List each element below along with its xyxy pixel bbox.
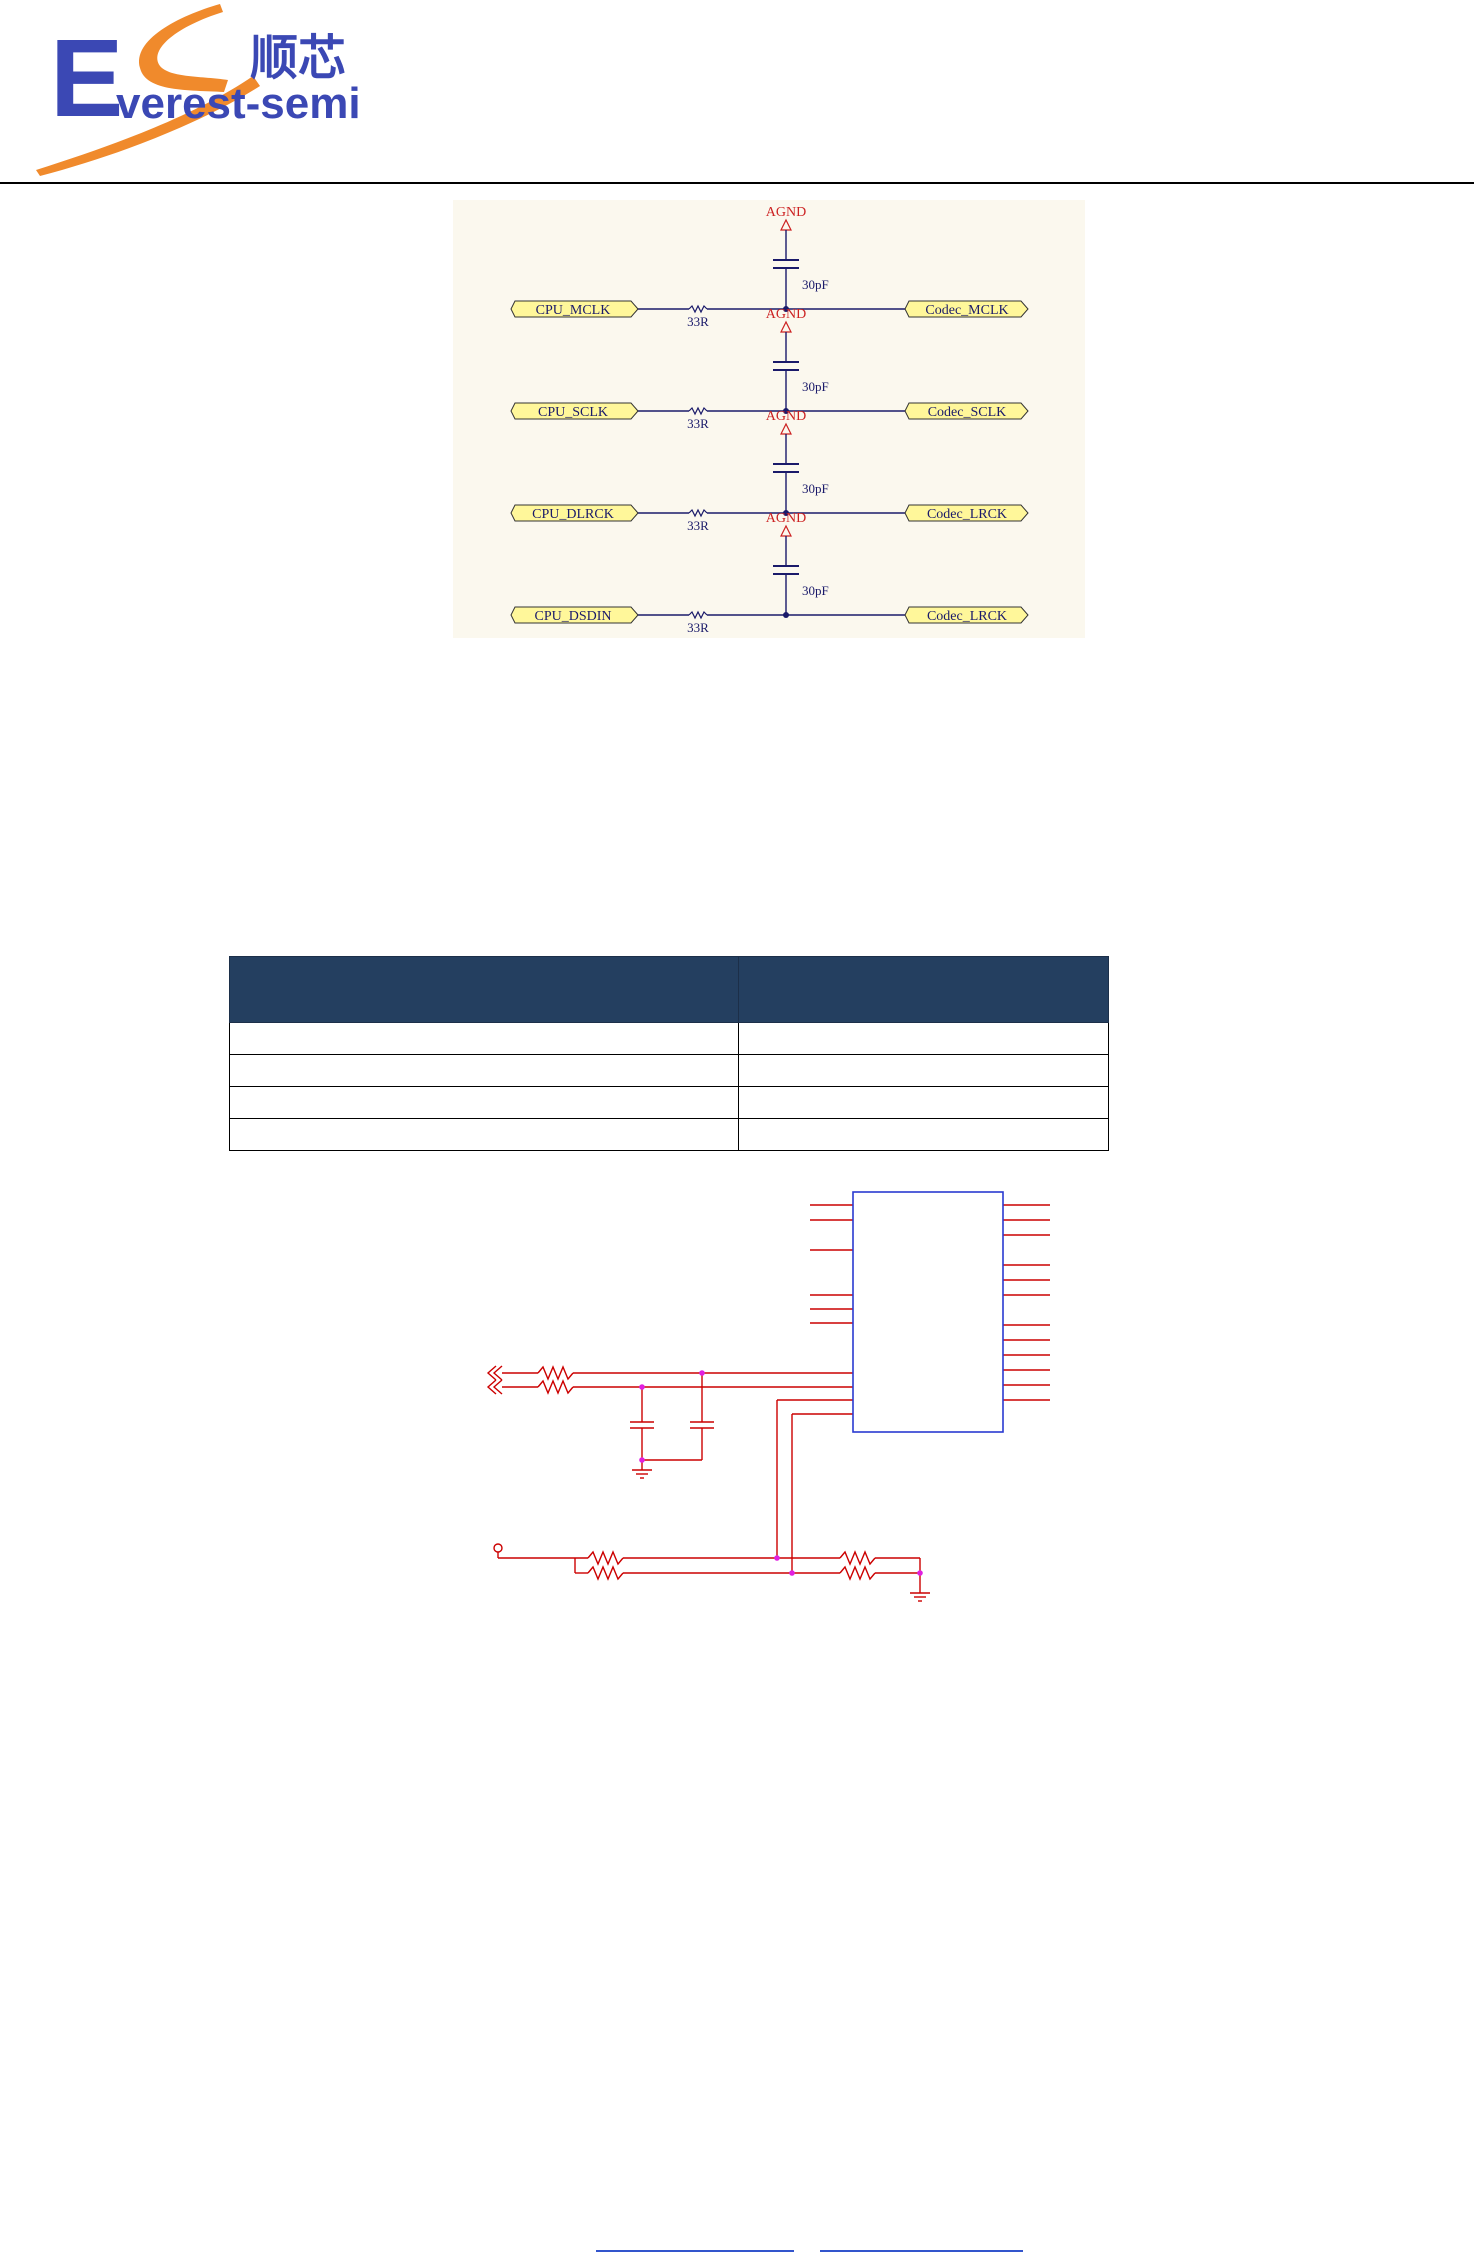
codec-signal-label: Codec_LRCK <box>927 507 1007 522</box>
logo-english-name: verest-semi <box>116 79 361 128</box>
footer-link-underline[interactable] <box>820 2250 1023 2252</box>
codec-signal-label: Codec_SCLK <box>928 405 1007 420</box>
agnd-label: AGND <box>766 511 806 526</box>
right-port-flag <box>904 504 1029 522</box>
table-cell <box>229 1054 739 1087</box>
ic-connection-schematic <box>486 1191 1050 1602</box>
table-row <box>229 1118 1109 1151</box>
logo-letter-e: E <box>50 17 123 140</box>
table-row <box>229 1054 1109 1087</box>
header-divider <box>0 182 1474 184</box>
table-cell <box>229 1022 739 1055</box>
table-cell <box>738 1054 1109 1087</box>
agnd-label: AGND <box>766 307 806 322</box>
right-port-flag <box>904 606 1029 624</box>
resistor-value: 33R <box>687 620 709 635</box>
table-header-cell <box>229 956 739 1023</box>
cpu-signal-label: CPU_SCLK <box>538 405 608 420</box>
table-cell <box>738 1022 1109 1055</box>
table-cell <box>229 1118 739 1151</box>
capacitor-value: 30pF <box>802 277 829 292</box>
resistor-value: 33R <box>687 314 709 329</box>
cpu-signal-label: CPU_DSDIN <box>534 609 611 624</box>
ic-chip-body <box>852 1191 1004 1433</box>
everest-semi-logo: E 顺芯 verest-semi <box>36 4 361 176</box>
table-header-row <box>229 956 1109 1023</box>
cpu-signal-label: CPU_DLRCK <box>532 507 614 522</box>
table-cell <box>738 1118 1109 1151</box>
left-port-flag <box>510 300 639 318</box>
right-port-flag <box>904 300 1029 318</box>
capacitor-value: 30pF <box>802 583 829 598</box>
resistor-value: 33R <box>687 518 709 533</box>
codec-signal-label: Codec_LRCK <box>927 609 1007 624</box>
cpu-signal-label: CPU_MCLK <box>536 303 611 318</box>
footer-link-underline[interactable] <box>596 2250 794 2252</box>
codec-signal-label: Codec_MCLK <box>925 303 1008 318</box>
agnd-label: AGND <box>766 205 806 220</box>
capacitor-value: 30pF <box>802 481 829 496</box>
left-port-flag <box>510 402 639 420</box>
left-port-flag <box>510 606 639 624</box>
right-port-flag <box>904 402 1029 420</box>
table-cell <box>229 1086 739 1119</box>
table-row <box>229 1086 1109 1119</box>
table-cell <box>738 1086 1109 1119</box>
left-port-flag <box>510 504 639 522</box>
clock-filter-schematic: AGND 30pF 33R CPU_MCLK Codec_MCLK AGND 30pF 33R… <box>453 200 1085 638</box>
capacitor-value: 30pF <box>802 379 829 394</box>
resistor-value: 33R <box>687 416 709 431</box>
table-row <box>229 1022 1109 1055</box>
table-header-cell <box>738 956 1109 1023</box>
logo-chinese-name: 顺芯 <box>250 30 346 86</box>
data-table <box>229 956 1109 1151</box>
agnd-label: AGND <box>766 409 806 424</box>
